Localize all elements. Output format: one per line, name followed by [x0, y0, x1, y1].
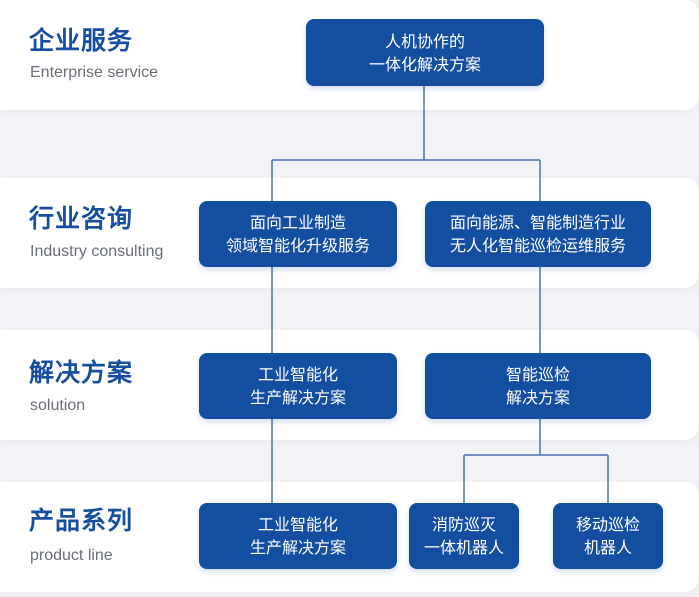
node-line1: 人机协作的	[384, 31, 465, 51]
node-solution-left: 工业智能化 生产解决方案	[199, 353, 397, 419]
node-product-right: 移动巡检 机器人	[553, 503, 663, 569]
row-title: 解决方案	[29, 358, 134, 387]
node-line1: 消防巡灭	[431, 515, 496, 534]
row-subtitle: product line	[30, 547, 113, 564]
node-line2: 生产解决方案	[249, 538, 346, 557]
node-line1: 面向能源、智能制造行业	[449, 213, 626, 232]
node-line2: 领域智能化升级服务	[225, 236, 370, 255]
node-line1: 面向工业制造	[249, 213, 346, 232]
row-subtitle: solution	[30, 397, 86, 414]
node-consult-right: 面向能源、智能制造行业 无人化智能巡检运维服务	[425, 201, 651, 267]
row-subtitle: Industry consulting	[30, 243, 164, 260]
node-line2: 无人化智能巡检运维服务	[449, 236, 626, 255]
node-solution-right: 智能巡检 解决方案	[425, 353, 651, 419]
node-line1: 工业智能化	[257, 515, 338, 534]
row-title: 产品系列	[29, 506, 134, 535]
node-line2: 生产解决方案	[249, 388, 346, 407]
node-line2: 一体机器人	[423, 538, 504, 557]
node-line1: 工业智能化	[257, 365, 338, 384]
node-product-left: 工业智能化 生产解决方案	[199, 503, 397, 569]
node-line2: 机器人	[583, 538, 632, 557]
node-line1: 移动巡检	[575, 515, 640, 534]
row-title: 企业服务	[29, 26, 134, 55]
row-title: 行业咨询	[29, 204, 134, 233]
node-line2: 解决方案	[505, 388, 570, 407]
node-root: 人机协作的 一体化解决方案	[306, 19, 544, 86]
node-line2: 一体化解决方案	[368, 54, 481, 74]
node-line1: 智能巡检	[505, 365, 570, 384]
row-subtitle: Enterprise service	[30, 64, 159, 81]
node-product-mid: 消防巡灭 一体机器人	[409, 503, 519, 569]
node-consult-left: 面向工业制造 领域智能化升级服务	[199, 201, 397, 267]
